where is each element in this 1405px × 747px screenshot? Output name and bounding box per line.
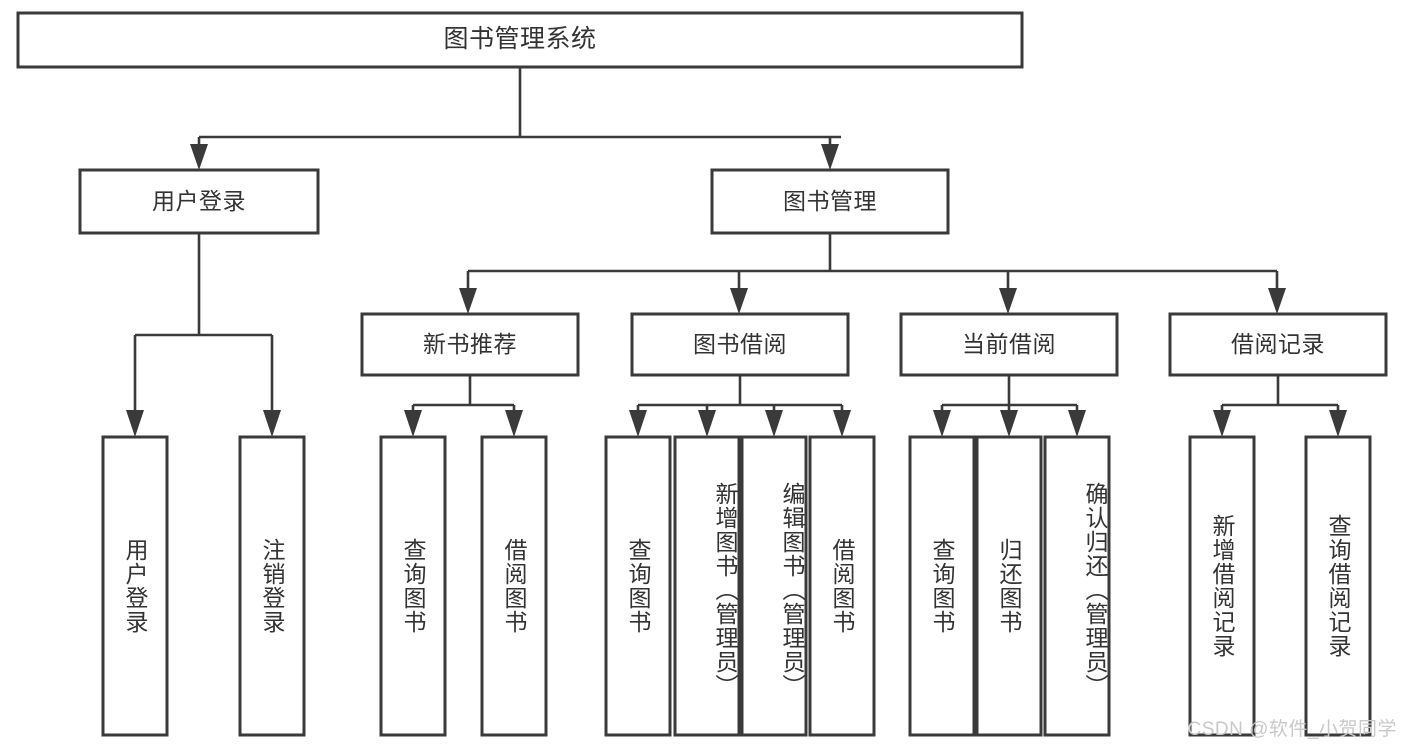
arrow-head-leaf-logout-login: [263, 410, 281, 437]
node-box-leaf-query-book-3[interactable]: [908, 435, 976, 737]
node-box-book-borrow[interactable]: [630, 312, 850, 377]
node-box-user-login[interactable]: [78, 168, 320, 235]
node-box-leaf-query-book-2[interactable]: [604, 435, 672, 737]
arrow-head-leaf-query-book-3: [933, 410, 951, 437]
connector-group-book-borrow: [629, 375, 851, 437]
connector-group-book-manage: [459, 233, 1286, 314]
node-box-leaf-user-login[interactable]: [101, 435, 169, 737]
arrow-head-leaf-confirm-return: [1068, 410, 1086, 437]
node-box-leaf-edit-book[interactable]: [740, 435, 808, 737]
node-box-leaf-add-record[interactable]: [1188, 435, 1256, 737]
arrow-head-leaf-add-record: [1213, 410, 1231, 437]
node-box-leaf-borrow-book-1[interactable]: [480, 435, 548, 737]
arrow-head-leaf-query-book-2: [629, 410, 647, 437]
node-box-leaf-query-record[interactable]: [1304, 435, 1372, 737]
arrow-head-leaf-return-book: [1000, 410, 1018, 437]
arrow-head-book-manage: [821, 144, 839, 170]
arrow-head-book-borrow: [730, 288, 748, 314]
connector-group-root: [190, 67, 841, 170]
arrow-head-leaf-borrow-book-2: [833, 410, 851, 437]
node-box-leaf-query-book-1[interactable]: [379, 435, 447, 737]
arrow-head-current-borrow: [999, 288, 1017, 314]
connector-group-current-borrow: [933, 375, 1086, 437]
node-box-book-manage[interactable]: [710, 168, 950, 235]
node-box-root[interactable]: [16, 11, 1024, 69]
arrow-head-new-book-recommend: [459, 288, 477, 314]
arrow-head-leaf-edit-book: [765, 410, 783, 437]
connector-group-borrow-record: [1213, 375, 1347, 437]
node-box-leaf-logout-login[interactable]: [238, 435, 306, 737]
arrow-head-leaf-query-book-1: [404, 410, 422, 437]
node-box-leaf-borrow-book-2[interactable]: [808, 435, 876, 737]
arrow-head-user-login: [190, 144, 208, 170]
node-box-new-book-recommend[interactable]: [360, 312, 580, 377]
arrow-head-leaf-user-login: [126, 410, 144, 437]
arrow-head-borrow-record: [1268, 288, 1286, 314]
arrow-head-leaf-add-book: [698, 410, 716, 437]
node-box-borrow-record[interactable]: [1168, 312, 1388, 377]
connector-group-new-book-recommend: [404, 375, 523, 437]
arrow-head-leaf-borrow-book-1: [505, 410, 523, 437]
node-box-leaf-return-book[interactable]: [975, 435, 1043, 737]
node-box-current-borrow[interactable]: [899, 312, 1119, 377]
node-box-leaf-confirm-return[interactable]: [1043, 435, 1111, 737]
arrow-head-leaf-query-record: [1329, 410, 1347, 437]
connector-group-user-login: [126, 233, 281, 437]
node-box-leaf-add-book[interactable]: [673, 435, 741, 737]
